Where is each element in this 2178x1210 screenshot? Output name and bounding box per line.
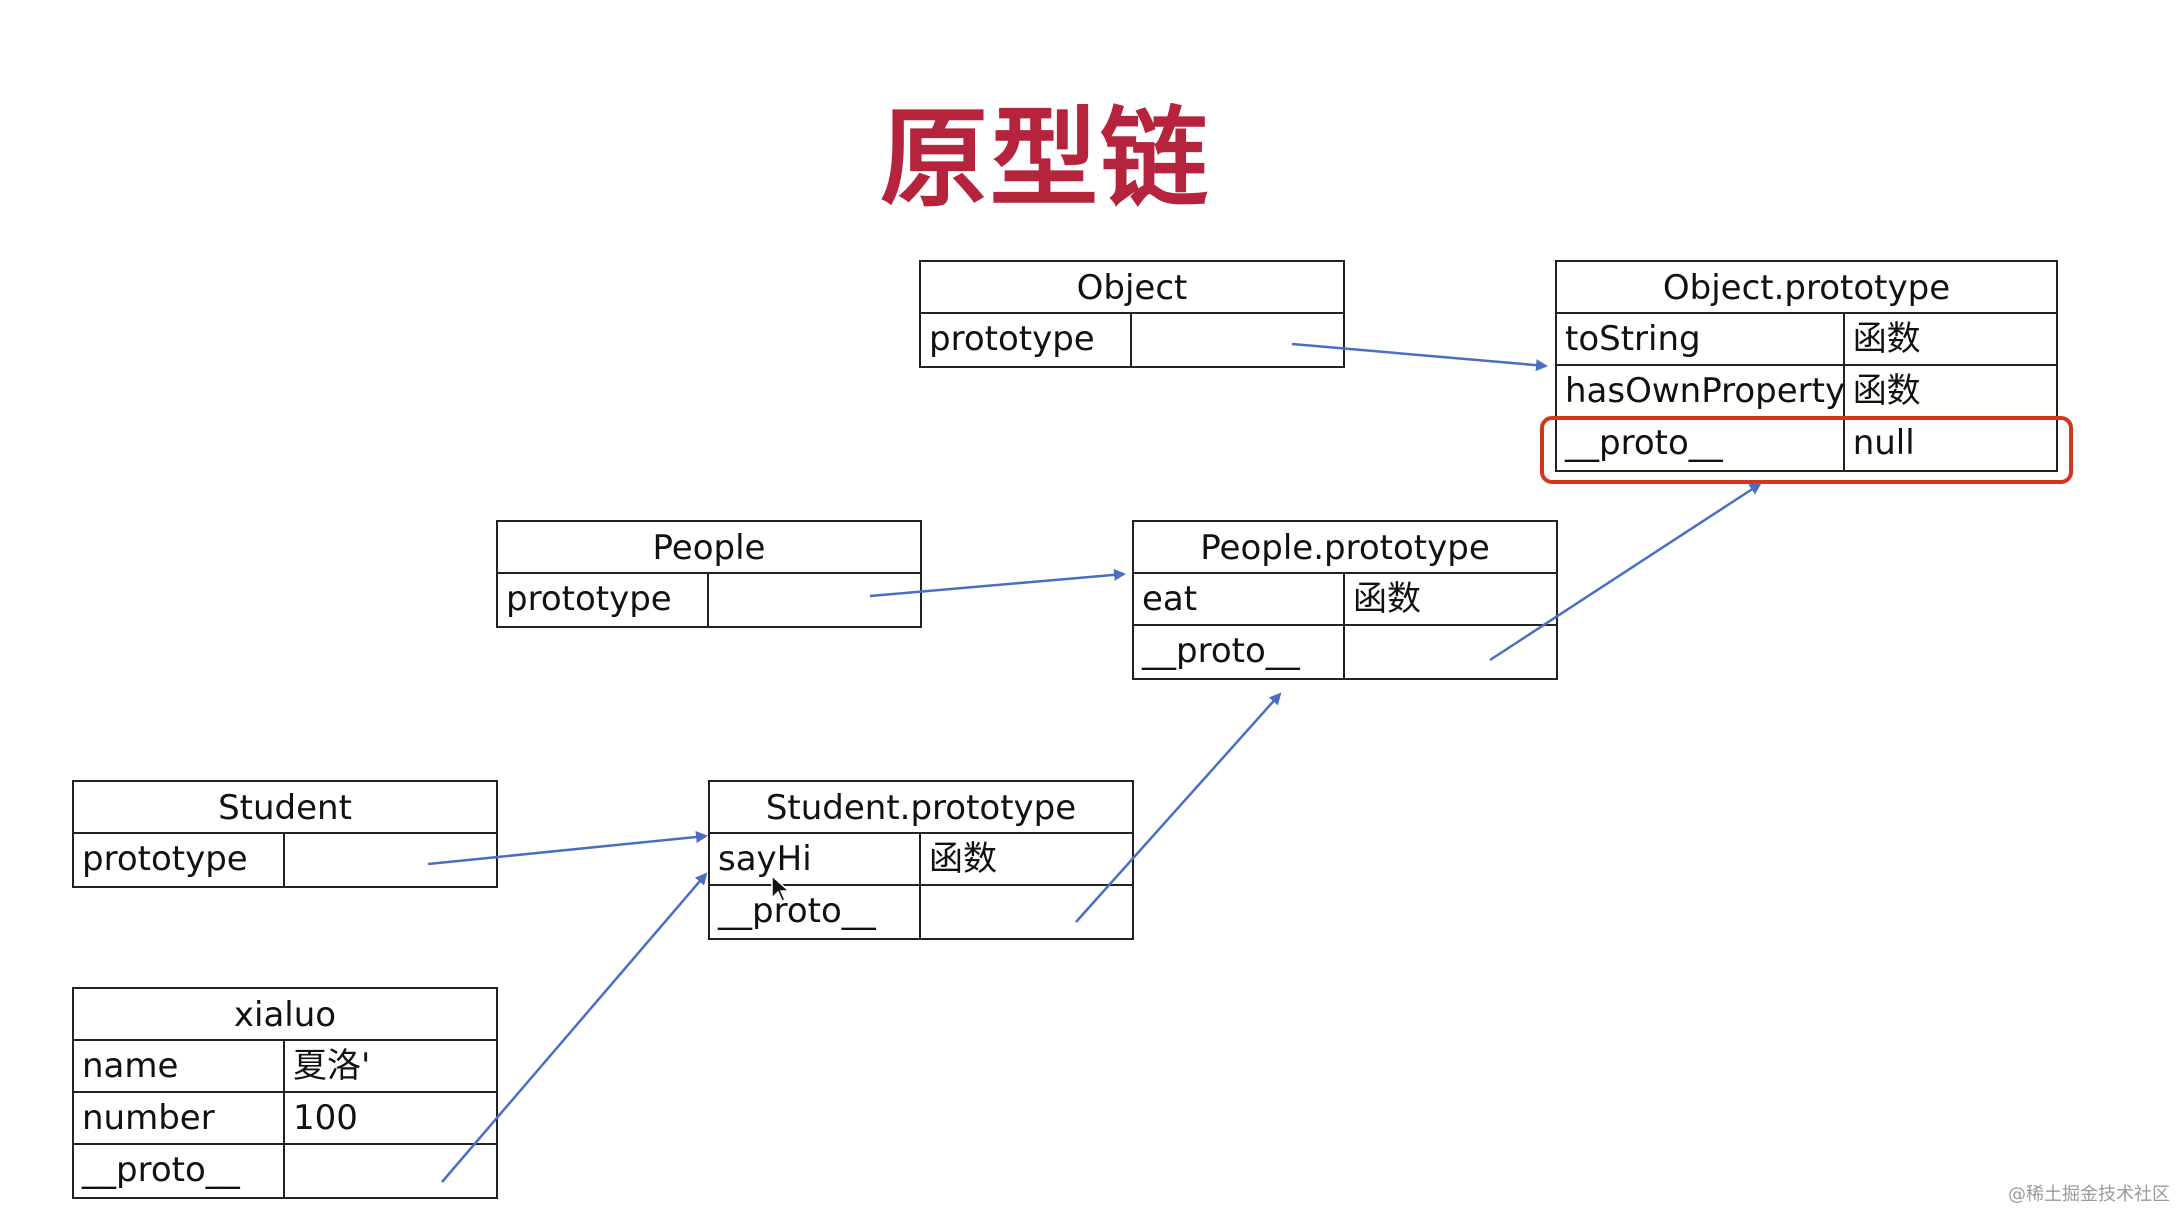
- row-key: prototype: [498, 574, 710, 626]
- proto-null-highlight: [1540, 416, 2073, 484]
- row-value: 100: [293, 1098, 358, 1138]
- watermark: @稀土掘金技术社区: [2008, 1184, 2170, 1205]
- row-key: number: [74, 1093, 286, 1143]
- student-prototype-row-sayhi: sayHi 函数: [710, 834, 1132, 886]
- row-value: [285, 1145, 496, 1197]
- row-value: [709, 574, 920, 626]
- people-prototype-header: People.prototype: [1134, 522, 1556, 574]
- xialuo-header: xialuo: [74, 989, 496, 1041]
- row-key: eat: [1134, 574, 1346, 624]
- row-value: [285, 834, 496, 886]
- row-value: 夏洛': [293, 1046, 371, 1086]
- row-key: __proto__: [1557, 418, 1845, 470]
- object-header: Object: [921, 262, 1343, 314]
- row-key: prototype: [921, 314, 1133, 366]
- row-value: 函数: [929, 839, 998, 879]
- object-prototype-header: Object.prototype: [1557, 262, 2056, 314]
- object-prototype-row-proto: __proto__ null: [1557, 418, 2056, 470]
- row-value: [921, 886, 1132, 938]
- row-key: sayHi: [710, 834, 922, 884]
- object-prototype-row-hasownproperty: hasOwnProperty 函数: [1557, 366, 2056, 418]
- object-box: Object prototype: [919, 260, 1345, 368]
- row-key: toString: [1557, 314, 1845, 364]
- people-row-prototype: prototype: [498, 574, 920, 626]
- row-value: [1132, 314, 1343, 366]
- row-value: 函数: [1852, 371, 1921, 411]
- student-header: Student: [74, 782, 496, 834]
- xialuo-row-number: number 100: [74, 1093, 496, 1145]
- row-value: [1345, 626, 1556, 678]
- people-prototype-row-proto: __proto__: [1134, 626, 1556, 678]
- object-prototype-row-tostring: toString 函数: [1557, 314, 2056, 366]
- student-prototype-box: Student.prototype sayHi 函数 __proto__: [708, 780, 1134, 940]
- student-row-prototype: prototype: [74, 834, 496, 886]
- object-prototype-box: Object.prototype toString 函数 hasOwnPrope…: [1555, 260, 2058, 472]
- student-prototype-header: Student.prototype: [710, 782, 1132, 834]
- row-key: __proto__: [74, 1145, 286, 1197]
- xialuo-row-name: name 夏洛': [74, 1041, 496, 1093]
- student-box: Student prototype: [72, 780, 498, 888]
- row-value: null: [1852, 423, 1915, 463]
- people-header: People: [498, 522, 920, 574]
- row-key: prototype: [74, 834, 286, 886]
- row-value: 函数: [1353, 579, 1422, 619]
- row-key: hasOwnProperty: [1557, 366, 1845, 416]
- mouse-cursor-icon: [771, 874, 791, 902]
- people-prototype-row-eat: eat 函数: [1134, 574, 1556, 626]
- page-title: 原型链: [879, 97, 1210, 222]
- row-key: __proto__: [1134, 626, 1346, 678]
- people-box: People prototype: [496, 520, 922, 628]
- xialuo-row-proto: __proto__: [74, 1145, 496, 1197]
- people-prototype-box: People.prototype eat 函数 __proto__: [1132, 520, 1558, 680]
- row-value: 函数: [1852, 319, 1921, 359]
- object-row-prototype: prototype: [921, 314, 1343, 366]
- xialuo-box: xialuo name 夏洛' number 100 __proto__: [72, 987, 498, 1199]
- row-key: __proto__: [710, 886, 922, 938]
- student-prototype-row-proto: __proto__: [710, 886, 1132, 938]
- row-key: name: [74, 1041, 286, 1091]
